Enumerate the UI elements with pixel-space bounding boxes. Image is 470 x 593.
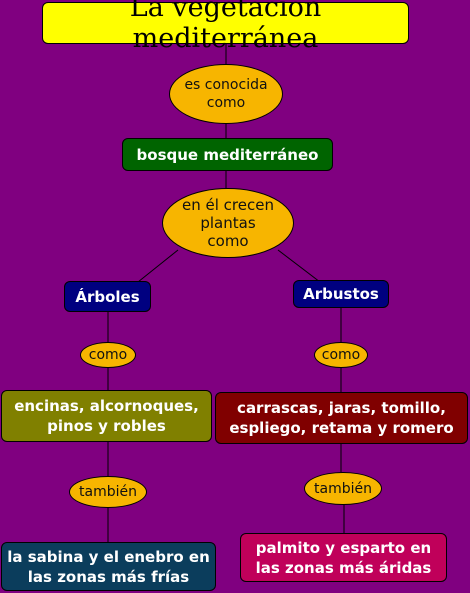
arboles-extra-text: la sabina y el enebro en las zonas más f… xyxy=(7,547,210,586)
linker-como-right-text: como xyxy=(321,347,361,363)
arbustos-text: Arbustos xyxy=(303,285,379,303)
arboles-examples-box: encinas, alcornoques, pinos y robles xyxy=(1,390,212,442)
bosque-box: bosque mediterráneo xyxy=(122,138,333,171)
linker-tambien-right-text: también xyxy=(314,480,372,497)
arbustos-examples-box: carrascas, jaras, tomillo, espliego, ret… xyxy=(215,392,468,444)
linker-como-left-text: como xyxy=(88,347,128,363)
linker-como-left: como xyxy=(80,342,136,368)
linker-known-as-text: es conocida como xyxy=(184,77,268,111)
arbustos-box: Arbustos xyxy=(293,280,389,308)
linker-tambien-right: también xyxy=(304,472,382,505)
arboles-examples-text: encinas, alcornoques, pinos y robles xyxy=(14,397,199,435)
arbustos-examples-text: carrascas, jaras, tomillo, espliego, ret… xyxy=(229,399,454,437)
arboles-box: Árboles xyxy=(64,281,151,312)
title-text: La vegetación mediterránea xyxy=(129,0,322,54)
arbustos-extra-text: palmito y esparto en las zonas más árida… xyxy=(255,538,432,577)
linker-tambien-left: también xyxy=(69,476,147,508)
linker-grow: en él crecen plantas como xyxy=(162,188,294,258)
linker-como-right: como xyxy=(314,342,368,368)
arbustos-extra-box: palmito y esparto en las zonas más árida… xyxy=(240,533,447,582)
linker-known-as: es conocida como xyxy=(169,64,283,124)
arboles-text: Árboles xyxy=(75,287,140,306)
line-linker-to-arboles xyxy=(137,249,179,283)
linker-grow-text: en él crecen plantas como xyxy=(182,196,274,250)
arboles-extra-box: la sabina y el enebro en las zonas más f… xyxy=(1,542,216,591)
bosque-text: bosque mediterráneo xyxy=(136,145,319,164)
title-box: La vegetación mediterránea xyxy=(42,0,409,54)
linker-tambien-left-text: también xyxy=(79,484,137,500)
line-linker-to-arbustos xyxy=(277,249,321,283)
